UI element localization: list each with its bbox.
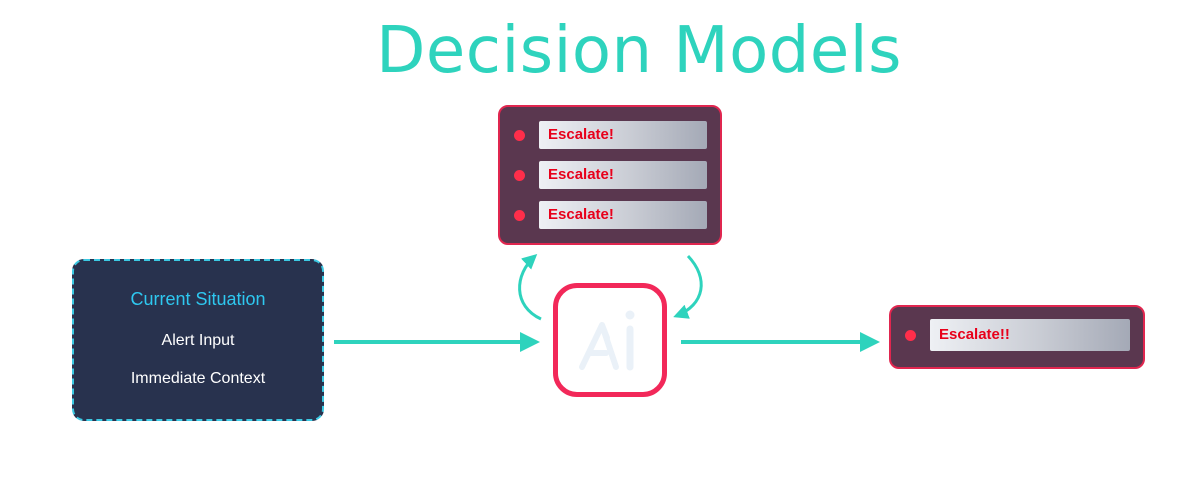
alert-dot-icon <box>514 209 525 221</box>
loop-up-arrow <box>518 253 542 321</box>
current-situation-box: Current Situation Alert Input Immediate … <box>72 259 324 421</box>
model-output-label: Escalate! <box>539 121 707 149</box>
situation-line-alert-input: Alert Input <box>161 332 235 349</box>
model-output-row: Escalate! <box>500 201 720 229</box>
model-output-label: Escalate! <box>539 161 707 189</box>
alert-dot-icon <box>905 329 916 341</box>
model-output-label: Escalate! <box>539 201 707 229</box>
final-output-label: Escalate!! <box>930 319 1130 351</box>
ai-logo-icon <box>579 310 635 371</box>
final-output-row: Escalate!! <box>891 319 1143 351</box>
situation-line-immediate-context: Immediate Context <box>130 370 266 387</box>
model-output-row: Escalate! <box>500 121 720 149</box>
final-output-panel: Escalate!! <box>889 305 1145 369</box>
model-outputs-panel: Escalate! Escalate! Escalate! <box>498 105 722 245</box>
page-title: Decision Models <box>376 14 902 88</box>
situation-heading: Current Situation <box>130 289 266 309</box>
loop-down-arrow <box>673 254 703 319</box>
alert-dot-icon <box>514 129 525 141</box>
alert-dot-icon <box>514 169 525 181</box>
model-output-row: Escalate! <box>500 161 720 189</box>
ai-model-box <box>553 283 667 397</box>
